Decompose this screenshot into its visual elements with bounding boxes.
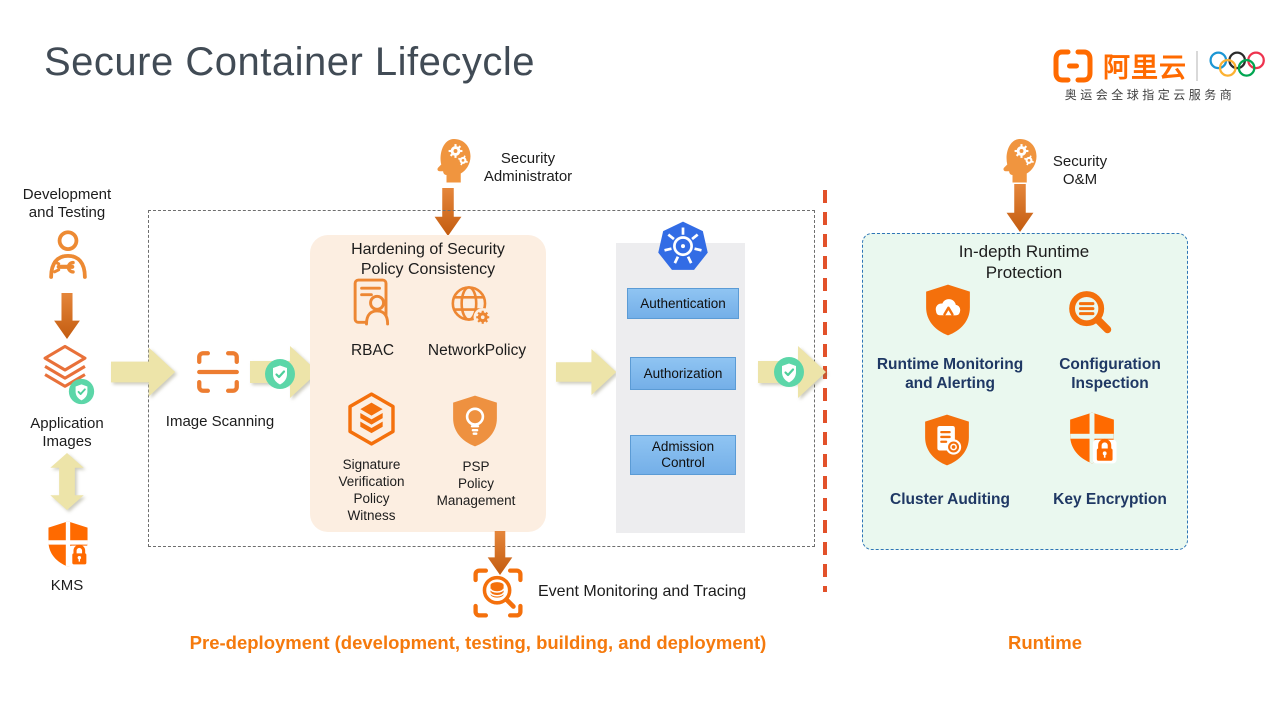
logo-divider bbox=[1196, 50, 1198, 81]
olympic-partner-subtitle: 奥运会全球指定云服务商 bbox=[1064, 88, 1236, 102]
flow-arrow bbox=[111, 347, 176, 397]
psp-shield-bulb-icon bbox=[453, 395, 497, 447]
olympic-rings-icon bbox=[1208, 50, 1265, 77]
down-arrow bbox=[1006, 184, 1034, 232]
shield-check-badge-icon bbox=[265, 359, 295, 389]
hardening-box bbox=[310, 235, 546, 532]
runtime-monitoring-label: Runtime Monitoring and Alerting bbox=[876, 356, 1024, 393]
signature-verification-label: Signature Verification Policy Witness bbox=[338, 457, 405, 524]
configuration-inspection-icon bbox=[1069, 291, 1112, 334]
signature-verification-icon bbox=[348, 392, 395, 446]
runtime-stage-label: Runtime bbox=[1008, 632, 1082, 653]
kms-label: KMS bbox=[50, 577, 84, 594]
key-encryption-icon bbox=[1070, 412, 1117, 464]
double-arrow bbox=[50, 453, 84, 510]
key-encryption-label: Key Encryption bbox=[1053, 491, 1167, 508]
rbac-icon bbox=[353, 278, 390, 326]
application-images-label: Application Images bbox=[30, 415, 104, 451]
stage-divider-line bbox=[823, 190, 827, 592]
image-scanning-icon bbox=[197, 351, 239, 393]
page-title: Secure Container Lifecycle bbox=[44, 40, 536, 84]
image-scanning-label: Image Scanning bbox=[165, 413, 275, 430]
kubernetes-icon bbox=[658, 221, 708, 270]
configuration-inspection-label: Configuration Inspection bbox=[1059, 356, 1161, 393]
admission-control-box: Admission Control bbox=[630, 435, 736, 475]
runtime-protection-box bbox=[862, 233, 1188, 550]
pre-deployment-stage-label: Pre-deployment (development, testing, bu… bbox=[189, 632, 767, 653]
alibaba-cloud-logo: 阿里云 bbox=[1052, 46, 1273, 85]
cluster-auditing-label: Cluster Auditing bbox=[890, 491, 1010, 508]
psp-label: PSP Policy Management bbox=[436, 459, 516, 509]
developer-person-icon bbox=[49, 230, 87, 279]
runtime-protection-title: In-depth Runtime Protection bbox=[958, 242, 1090, 282]
security-admin-label: Security Administrator bbox=[483, 150, 573, 186]
application-images-icon bbox=[43, 344, 87, 388]
rbac-label: RBAC bbox=[350, 342, 395, 359]
cluster-auditing-icon bbox=[925, 414, 969, 466]
runtime-monitoring-icon bbox=[926, 284, 970, 336]
alibaba-cloud-brand-text: 阿里云 bbox=[1103, 53, 1187, 83]
network-policy-label: NetworkPolicy bbox=[427, 342, 527, 359]
shield-check-badge-icon bbox=[774, 357, 804, 387]
network-policy-icon bbox=[451, 286, 492, 327]
event-monitoring-icon bbox=[473, 568, 523, 618]
hardening-title: Hardening of Security Policy Consistency bbox=[351, 241, 505, 278]
dev-testing-label: Development and Testing bbox=[22, 186, 112, 222]
authentication-box: Authentication bbox=[627, 288, 739, 319]
authorization-box: Authorization bbox=[630, 357, 736, 390]
kms-shield-lock-icon bbox=[48, 521, 90, 567]
alibaba-cloud-brackets-icon bbox=[1053, 49, 1093, 82]
flow-arrow bbox=[556, 348, 617, 396]
security-om-head-gears-icon bbox=[1003, 139, 1037, 183]
shield-check-badge-icon bbox=[68, 378, 95, 405]
security-om-label: Security O&M bbox=[1052, 153, 1108, 189]
down-arrow bbox=[487, 531, 513, 575]
down-arrow bbox=[434, 188, 462, 236]
down-arrow bbox=[54, 293, 80, 339]
security-admin-head-gears-icon bbox=[437, 139, 471, 183]
event-monitoring-label: Event Monitoring and Tracing bbox=[538, 583, 747, 600]
